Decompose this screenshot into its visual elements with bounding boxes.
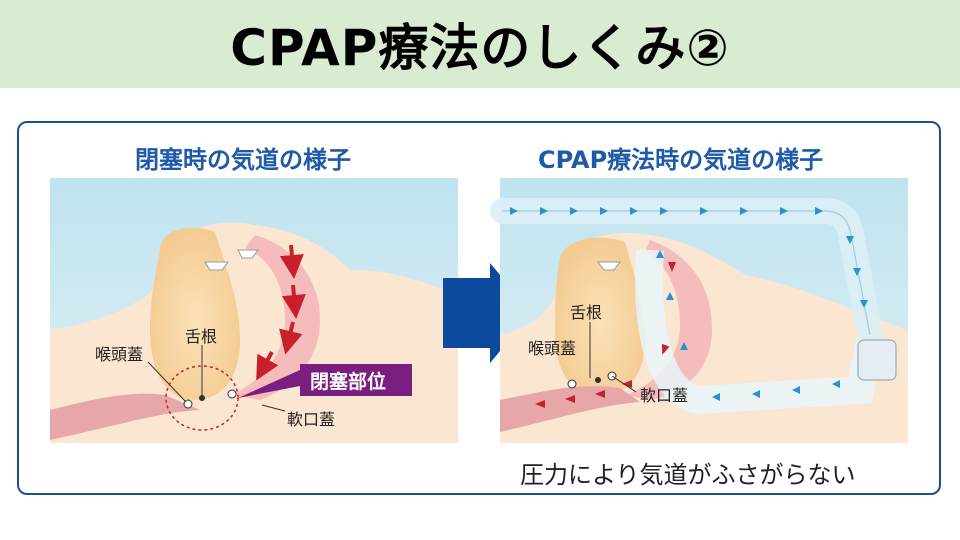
right-airway-illustration <box>490 178 908 443</box>
cpap-airflow-channel <box>635 249 884 415</box>
title-bar: CPAP療法のしくみ② <box>0 0 960 88</box>
left-blocked-airflow-arrows <box>256 244 306 381</box>
left-label-obstruction: 閉塞部位 <box>310 370 386 393</box>
left-label-soft-palate: 軟口蓋 <box>287 410 335 429</box>
page-title: CPAP療法のしくみ② <box>230 19 730 77</box>
left-throat-tube <box>50 393 200 440</box>
right-label-tongue-root: 舌根 <box>570 303 602 322</box>
right-panel-caption: 圧力により気道がふさがらない <box>520 461 856 489</box>
left-label-tongue-root: 舌根 <box>185 327 217 346</box>
cpap-mask <box>857 339 897 381</box>
right-tongue <box>555 237 645 395</box>
left-tongue <box>150 227 240 400</box>
left-label-epiglottis: 喉頭蓋 <box>95 345 143 364</box>
obstruction-pointer <box>238 370 300 398</box>
cpap-airflow-arrows <box>510 207 868 401</box>
obstruction-badge <box>300 364 412 396</box>
right-label-epiglottis: 喉頭蓋 <box>528 339 576 358</box>
left-airway-illustration <box>50 178 458 443</box>
right-airway-flow-arrows <box>535 262 676 408</box>
right-airway-wall <box>626 240 712 400</box>
right-label-soft-palate: 軟口蓋 <box>640 386 688 405</box>
right-panel-title: CPAP療法時の気道の様子 <box>538 146 824 174</box>
left-panel-title: 閉塞時の気道の様子 <box>135 146 351 174</box>
